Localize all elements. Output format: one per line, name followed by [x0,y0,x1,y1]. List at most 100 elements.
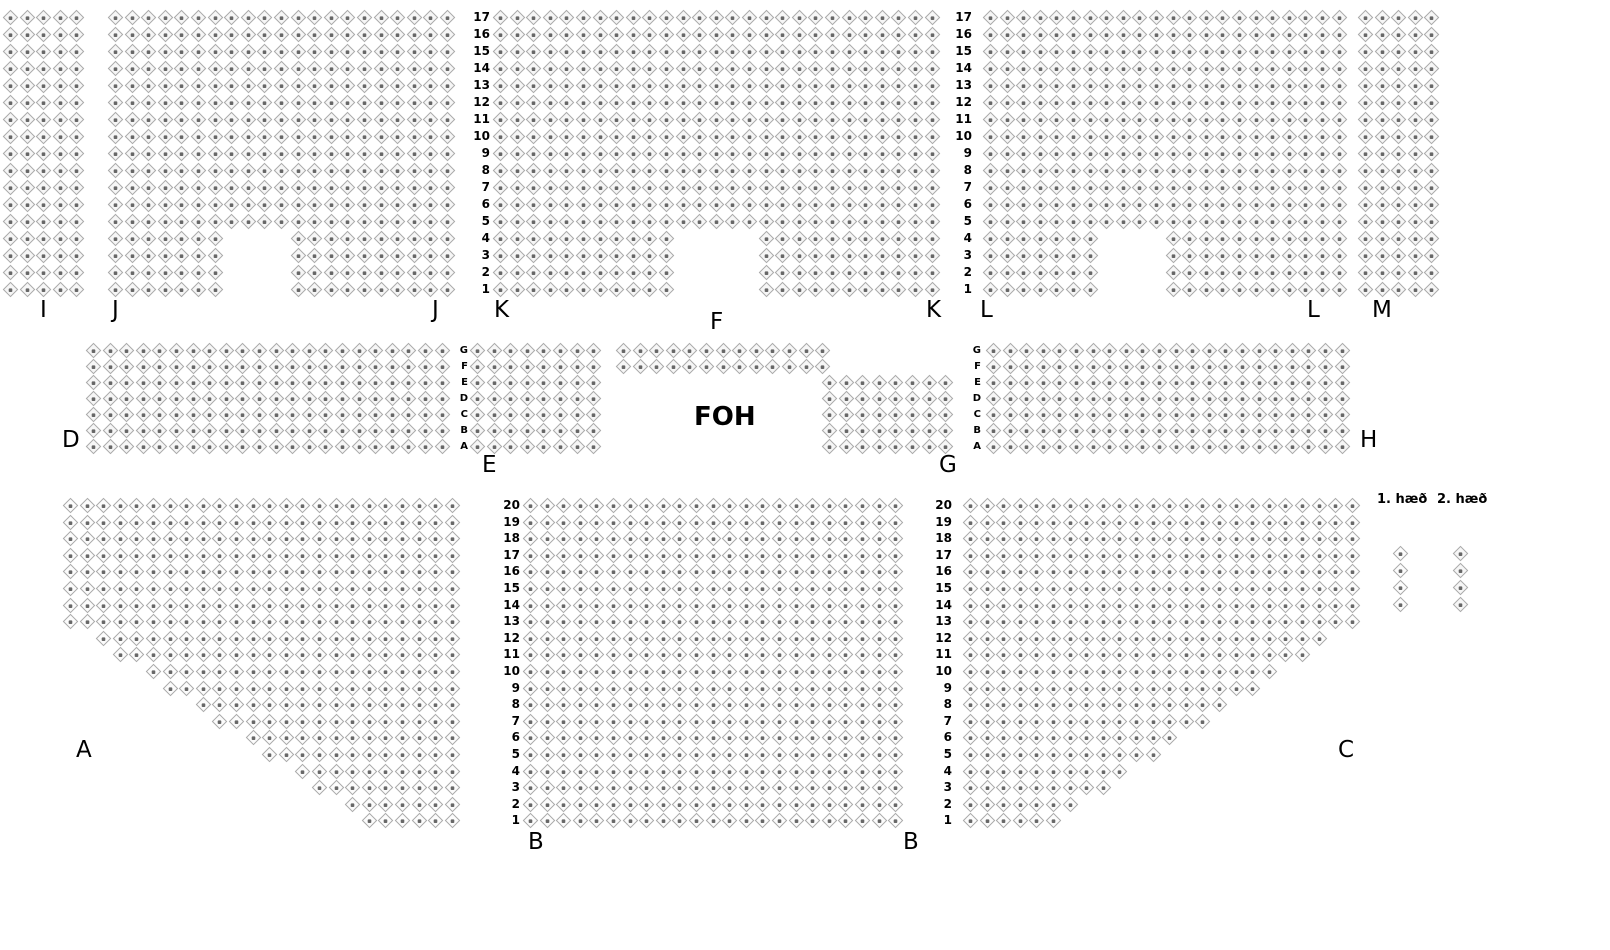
seat[interactable] [407,282,423,298]
seat[interactable] [212,498,228,514]
seat[interactable] [1278,647,1294,663]
seat[interactable] [285,423,301,439]
seat[interactable] [1331,61,1347,77]
seat[interactable] [1179,714,1195,730]
seat[interactable] [888,763,904,779]
seat[interactable] [526,163,542,179]
seat[interactable] [1049,61,1065,77]
seat[interactable] [838,597,854,613]
seat[interactable] [207,129,223,145]
seat[interactable] [411,548,427,564]
seat[interactable] [1202,343,1218,359]
seat[interactable] [1182,197,1198,213]
seat[interactable] [979,581,995,597]
seat[interactable] [324,27,340,43]
seat[interactable] [838,548,854,564]
seat[interactable] [1408,163,1424,179]
seat[interactable] [626,146,642,162]
seat[interactable] [573,498,589,514]
seat[interactable] [162,498,178,514]
seat[interactable] [196,564,212,580]
seat[interactable] [196,548,212,564]
seat[interactable] [219,407,235,423]
seat[interactable] [152,375,168,391]
seat[interactable] [36,129,52,145]
seat[interactable] [1358,146,1374,162]
seat[interactable] [996,780,1012,796]
seat[interactable] [324,78,340,94]
seat[interactable] [340,10,356,26]
seat[interactable] [539,680,555,696]
seat[interactable] [378,780,394,796]
seat[interactable] [739,614,755,630]
seat[interactable] [1334,375,1350,391]
seat[interactable] [1202,391,1218,407]
seat[interactable] [411,797,427,813]
seat[interactable] [428,747,444,763]
seat[interactable] [1082,10,1098,26]
seat[interactable] [592,61,608,77]
seat[interactable] [1132,78,1148,94]
seat[interactable] [312,664,328,680]
seat[interactable] [411,747,427,763]
seat[interactable] [822,548,838,564]
seat[interactable] [174,197,190,213]
seat[interactable] [108,146,124,162]
seat[interactable] [1145,664,1161,680]
seat[interactable] [1232,61,1248,77]
seat[interactable] [775,197,791,213]
seat[interactable] [871,714,887,730]
seat[interactable] [411,714,427,730]
seat[interactable] [509,282,525,298]
seat[interactable] [202,391,218,407]
seat[interactable] [1145,581,1161,597]
seat[interactable] [1424,197,1440,213]
seat[interactable] [553,423,569,439]
seat[interactable] [855,747,871,763]
seat[interactable] [838,407,854,423]
seat[interactable] [526,44,542,60]
seat[interactable] [229,664,245,680]
seat[interactable] [207,78,223,94]
seat[interactable] [1029,564,1045,580]
seat[interactable] [1301,439,1317,455]
seat[interactable] [1116,112,1132,128]
seat[interactable] [1016,214,1032,230]
seat[interactable] [576,282,592,298]
seat[interactable] [1195,514,1211,530]
seat[interactable] [1374,112,1390,128]
seat[interactable] [1013,730,1029,746]
seat[interactable] [395,714,411,730]
seat[interactable] [69,78,85,94]
seat[interactable] [1232,10,1248,26]
seat[interactable] [357,27,373,43]
seat[interactable] [656,581,672,597]
seat[interactable] [1262,631,1278,647]
seat[interactable] [838,581,854,597]
seat[interactable] [1265,10,1281,26]
seat[interactable] [755,564,771,580]
seat[interactable] [543,231,559,247]
seat[interactable] [307,163,323,179]
seat[interactable] [1046,498,1062,514]
seat[interactable] [503,343,519,359]
seat[interactable] [772,747,788,763]
seat[interactable] [523,747,539,763]
seat[interactable] [1079,597,1095,613]
seat[interactable] [1162,697,1178,713]
seat[interactable] [573,730,589,746]
seat[interactable] [1408,95,1424,111]
seat[interactable] [295,581,311,597]
seat[interactable] [855,423,871,439]
seat[interactable] [423,61,439,77]
seat[interactable] [486,359,502,375]
seat[interactable] [639,714,655,730]
seat[interactable] [983,180,999,196]
seat[interactable] [295,697,311,713]
seat[interactable] [1165,146,1181,162]
seat[interactable] [1298,10,1314,26]
seat[interactable] [378,564,394,580]
seat[interactable] [626,95,642,111]
seat[interactable] [1069,359,1085,375]
seat[interactable] [1315,282,1331,298]
